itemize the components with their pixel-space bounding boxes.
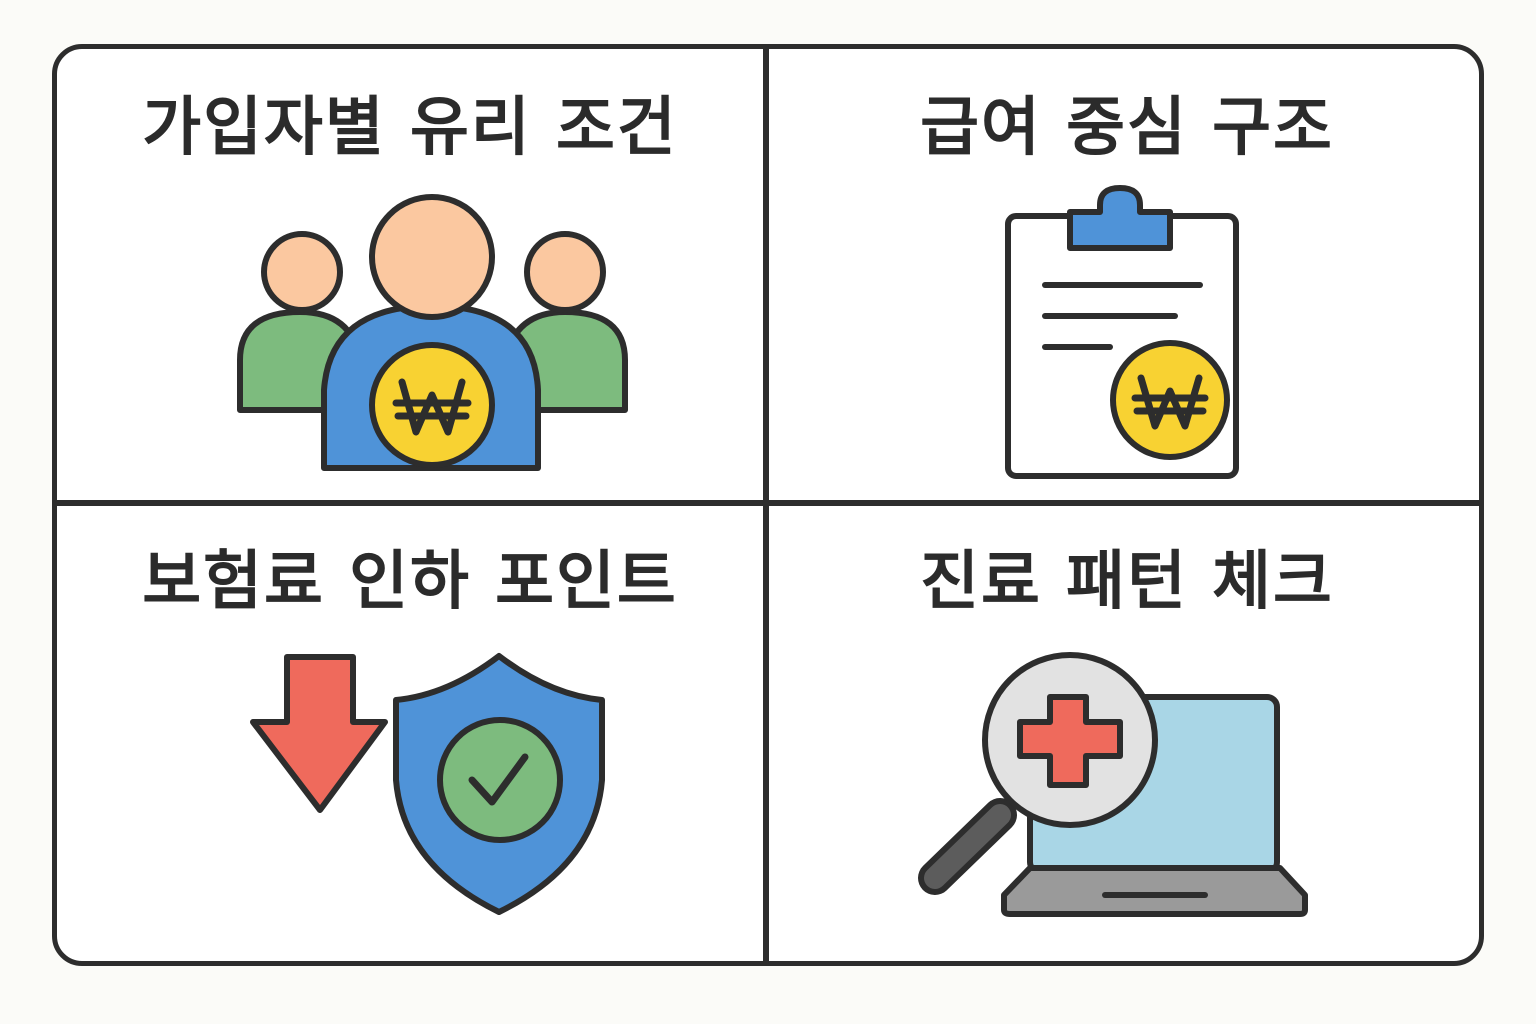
cell-title-premium-reduction: 보험료 인하 포인트 (142, 545, 678, 619)
magnifier-medical-laptop-icon (918, 652, 1308, 917)
clipboard-won-icon (1005, 185, 1239, 479)
cell-title-subscriber-conditions: 가입자별 유리 조건 (142, 91, 678, 165)
people-won-icon (237, 194, 628, 471)
horizontal-divider (52, 500, 1484, 506)
cell-title-treatment-pattern: 진료 패턴 체크 (920, 545, 1334, 619)
cell-title-benefit-structure: 급여 중심 구조 (920, 91, 1334, 165)
down-arrow-shield-check-icon (250, 653, 605, 915)
